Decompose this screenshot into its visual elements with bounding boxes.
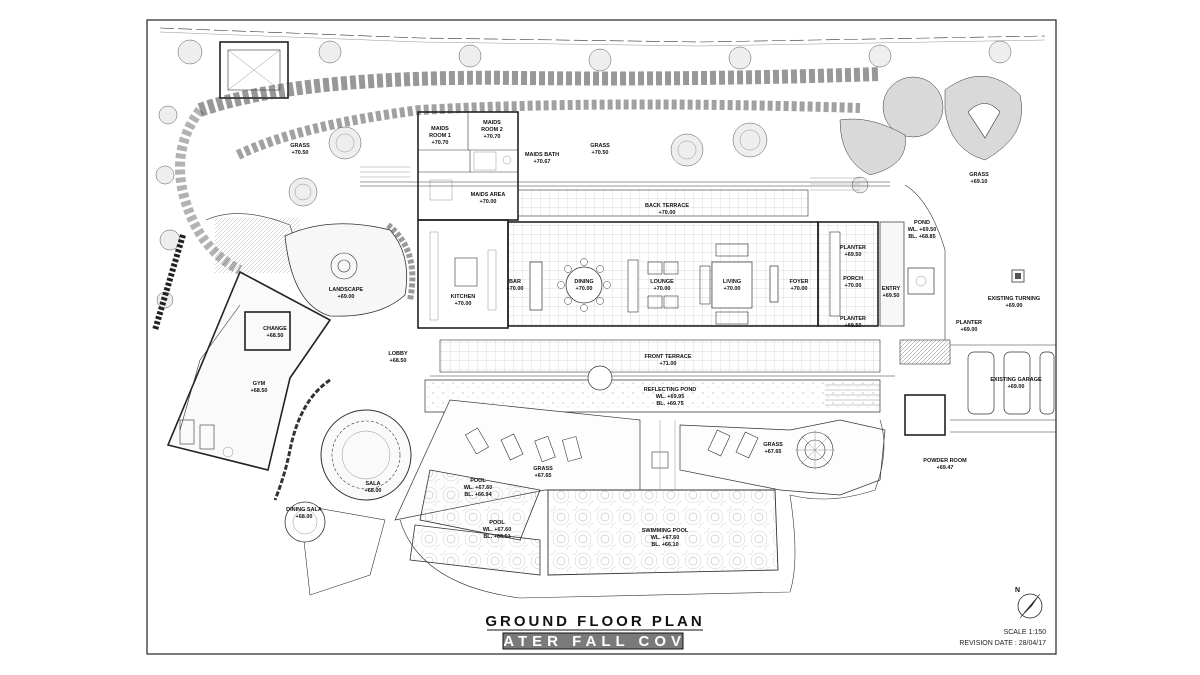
label-grass-east: GRASS+67.65 (763, 442, 783, 455)
entry-area (879, 184, 1025, 365)
label-lobby: LOBBY+68.50 (388, 351, 408, 364)
sala-pavilion (284, 409, 412, 596)
label-lounge: LOUNGE+70.00 (650, 279, 674, 292)
garage-cars (950, 344, 1056, 433)
project-name: WATER FALL COVE (485, 633, 701, 650)
rose-garden (795, 430, 835, 470)
plan-title: GROUND FLOOR PLAN (485, 613, 704, 630)
swimming-pool-basin (547, 489, 779, 576)
label-existing-garage: EXISTING GARAGE+69.00 (990, 377, 1042, 390)
north-arrow (1017, 593, 1043, 619)
label-bar: BAR+70.00 (507, 279, 524, 292)
label-grass-top: GRASS+70.50 (590, 143, 610, 156)
gym-wing (166, 270, 332, 471)
tree-row (155, 39, 1012, 309)
label-dining: DINING+70.00 (574, 279, 593, 292)
label-entry: ENTRY+69.50 (882, 286, 901, 299)
reflecting-pond-basin (424, 379, 881, 413)
loungers (465, 427, 759, 463)
label-maids-bath: MAIDS BATH+70.67 (525, 152, 559, 165)
label-planter-bottom: PLANTER+69.50 (840, 316, 866, 329)
powder-room-block (904, 394, 946, 436)
garden-features (288, 76, 1023, 207)
back-terrace-deck (517, 189, 809, 217)
project-name-box (502, 632, 684, 650)
label-foyer: FOYER+70.00 (790, 279, 809, 292)
revision-date: REVISION DATE : 28/04/17 (959, 640, 1046, 647)
label-front-terrace: FRONT TERRACE+71.00 (644, 354, 691, 367)
pool-lower-basin (409, 524, 541, 576)
label-landscape: LANDSCAPE+69.00 (329, 287, 364, 300)
label-existing-turning: EXISTING TURNING+69.00 (988, 296, 1040, 309)
landscape-area (284, 222, 416, 317)
label-planter-right: PLANTER+69.00 (956, 320, 982, 333)
site-boundary (159, 27, 1046, 43)
label-dining-sala: DINING SALA+68.00 (286, 507, 322, 520)
label-grass-left: GRASS+70.50 (290, 143, 310, 156)
front-terrace-deck (439, 339, 881, 373)
label-powder-room: POWDER ROOM+69.47 (923, 458, 967, 471)
label-grass-right: GRASS+69.10 (969, 172, 989, 185)
label-kitchen: KITCHEN+70.00 (451, 294, 475, 307)
label-change: CHANGE+68.50 (263, 326, 287, 339)
label-sala: SALA+68.00 (365, 481, 382, 494)
grass-east-lawn (679, 419, 886, 496)
north-label: N (1015, 587, 1020, 594)
scale-text: SCALE 1:150 (1004, 629, 1047, 636)
label-living: LIVING+70.00 (723, 279, 741, 292)
label-back-terrace: BACK TERRACE+70.00 (645, 203, 689, 216)
label-grass-middle: GRASS+67.65 (533, 466, 553, 479)
label-maids-area: MAIDS AREA+70.00 (471, 192, 506, 205)
main-house (417, 219, 879, 329)
label-porch: PORCH+70.00 (843, 276, 863, 289)
label-gym: GYM+68.50 (251, 381, 268, 394)
label-planter-top: PLANTER+69.50 (840, 245, 866, 258)
